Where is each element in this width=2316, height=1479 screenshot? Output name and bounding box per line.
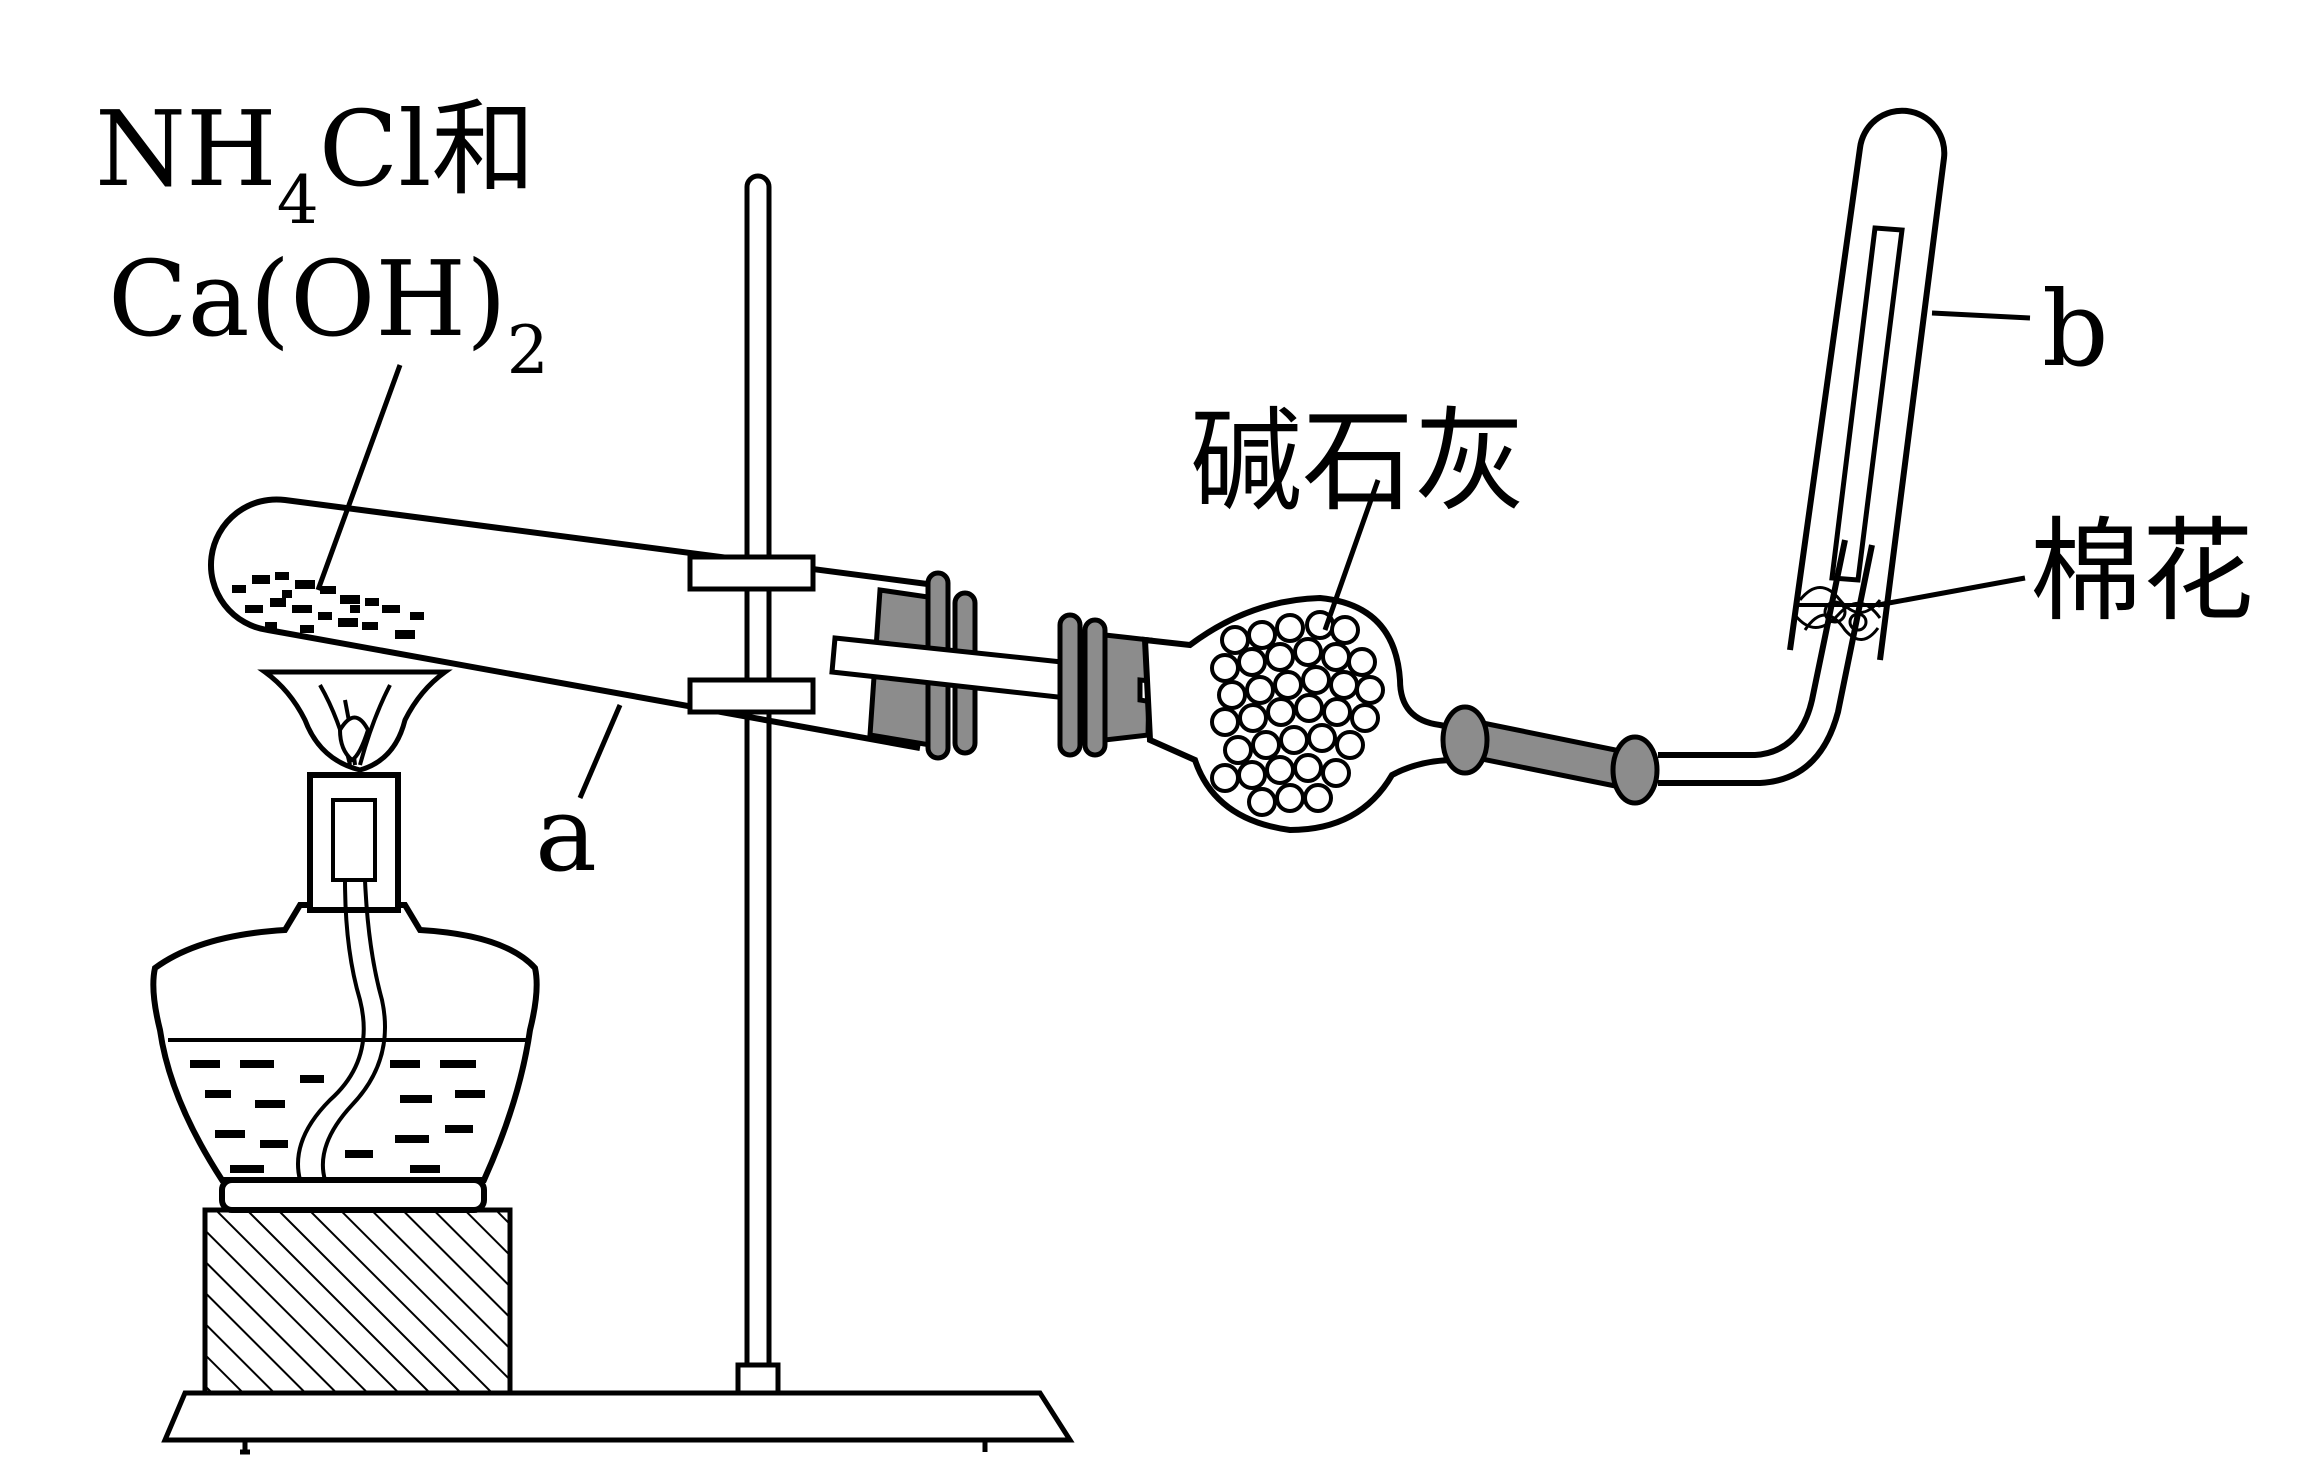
reactant-solids <box>232 572 424 639</box>
reactant-line2-sub: 2 <box>507 312 549 389</box>
stand-rod <box>735 173 781 1396</box>
reactant-line1-main: NH <box>95 88 277 210</box>
label-soda-lime: 碱石灰 <box>1190 397 1526 527</box>
label-b: b <box>2042 268 2109 390</box>
reactant-label: NH4Cl和 Ca(OH)2 <box>95 88 549 389</box>
leader-b <box>1931 310 2031 321</box>
rubber-tubing <box>1440 704 1660 806</box>
reaction-test-tube-a <box>207 496 936 751</box>
leader-a <box>577 704 623 799</box>
svg-text:NH4Cl和: NH4Cl和 <box>95 88 536 239</box>
leader-cotton <box>1877 575 2026 608</box>
delivery-tube <box>1658 539 1875 786</box>
wooden-block <box>202 1207 513 1396</box>
collecting-test-tube-b <box>1787 107 1948 661</box>
reactant-line1-sub: 4 <box>277 162 319 239</box>
cotton-wool <box>1793 586 1885 641</box>
stand-clamp <box>687 554 816 715</box>
label-a: a <box>535 773 597 895</box>
leader-lines <box>315 310 2031 799</box>
soda-lime-granules <box>1210 610 1385 817</box>
stand-base <box>161 1390 1075 1455</box>
lamp-flame <box>257 669 453 773</box>
lamp-alcohol <box>190 1060 485 1173</box>
leader-soda-lime <box>1322 479 1381 631</box>
alcohol-lamp <box>150 772 540 1213</box>
leader-reactants <box>315 364 403 591</box>
svg-text:Ca(OH)2: Ca(OH)2 <box>108 238 549 389</box>
reactant-line1-rest: Cl和 <box>319 88 536 210</box>
label-cotton: 棉花 <box>2030 507 2254 637</box>
lamp-wick <box>296 879 387 1181</box>
reactant-line2-main: Ca(OH) <box>108 238 507 360</box>
